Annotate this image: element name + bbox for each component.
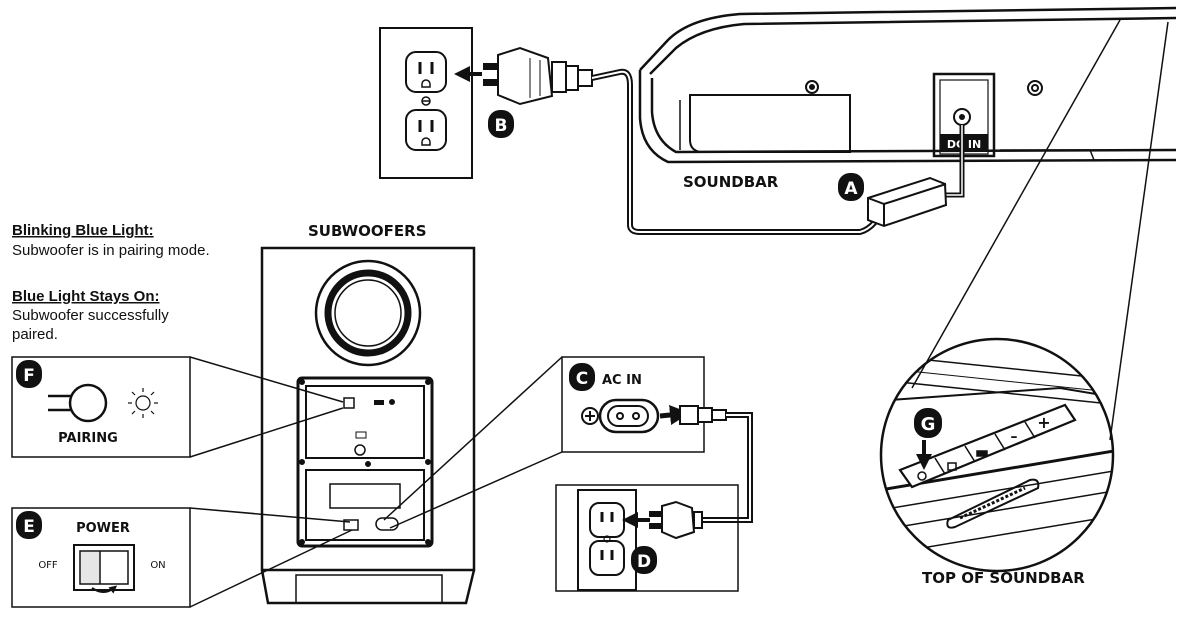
wall-outlet-top — [379, 27, 473, 179]
marker-c: C — [576, 369, 588, 389]
on-label: ON — [150, 560, 165, 571]
callout-lines — [189, 356, 563, 608]
power-plug-bottom — [649, 500, 703, 540]
steady-light-desc-2: paired. — [12, 326, 58, 343]
svg-text:G: G — [921, 414, 936, 435]
power-label: POWER — [76, 521, 130, 536]
blinking-light-desc: Subwoofer is in pairing mode. — [12, 242, 210, 259]
wall-outlet-bottom: D — [555, 484, 739, 592]
blinking-light-title: Blinking Blue Light: — [12, 222, 154, 239]
subwoofers-title: SUBWOOFERS — [308, 222, 427, 240]
soundbar-screw-left — [805, 80, 819, 94]
ac-in-callout: C AC IN — [561, 356, 705, 453]
soundbar-screw-right — [1027, 80, 1043, 96]
top-of-soundbar-zoom: – + G — [879, 337, 1115, 573]
marker-d: D — [637, 552, 651, 572]
volume-up-button-icon: + — [1037, 413, 1050, 432]
soundbar-body — [638, 6, 1177, 164]
pairing-button-icon — [68, 383, 108, 423]
subwoofer-rear-panel — [296, 376, 434, 548]
power-plug-top — [483, 46, 593, 106]
ground-screw-icon — [581, 407, 599, 425]
steady-light-desc-1: Subwoofer successfully — [12, 307, 169, 324]
pairing-callout: F PAIRING — [11, 356, 191, 458]
zoom-line-left — [911, 19, 1121, 389]
marker-e: E — [23, 517, 35, 537]
svg-text:B: B — [495, 116, 508, 136]
marker-g: G — [914, 408, 942, 438]
power-button-icon — [917, 471, 927, 481]
steady-light-title: Blue Light Stays On: — [12, 288, 160, 305]
soundbar-title: SOUNDBAR — [683, 173, 779, 191]
top-of-soundbar-title: TOP OF SOUNDBAR — [922, 569, 1085, 587]
power-switch-icon — [73, 544, 135, 594]
subwoofer-body — [260, 246, 476, 605]
svg-text:A: A — [844, 179, 858, 199]
off-label: OFF — [38, 560, 58, 571]
light-indicator-icon — [128, 388, 158, 418]
volume-down-button-icon: – — [1011, 429, 1018, 445]
ac-in-socket — [598, 398, 660, 434]
pairing-label: PAIRING — [58, 431, 118, 446]
power-adapter — [867, 176, 948, 228]
marker-f: F — [23, 366, 35, 386]
ac-in-label: AC IN — [602, 373, 642, 388]
zoom-line-right — [1109, 21, 1169, 441]
source-button-icon — [947, 462, 957, 471]
ac-cord — [659, 405, 753, 523]
dimmer-button-icon — [976, 450, 988, 457]
marker-a: A — [838, 173, 864, 201]
marker-b: B — [488, 110, 514, 138]
power-callout: E POWER OFF ON — [11, 507, 191, 608]
subwoofer-port — [314, 259, 422, 367]
